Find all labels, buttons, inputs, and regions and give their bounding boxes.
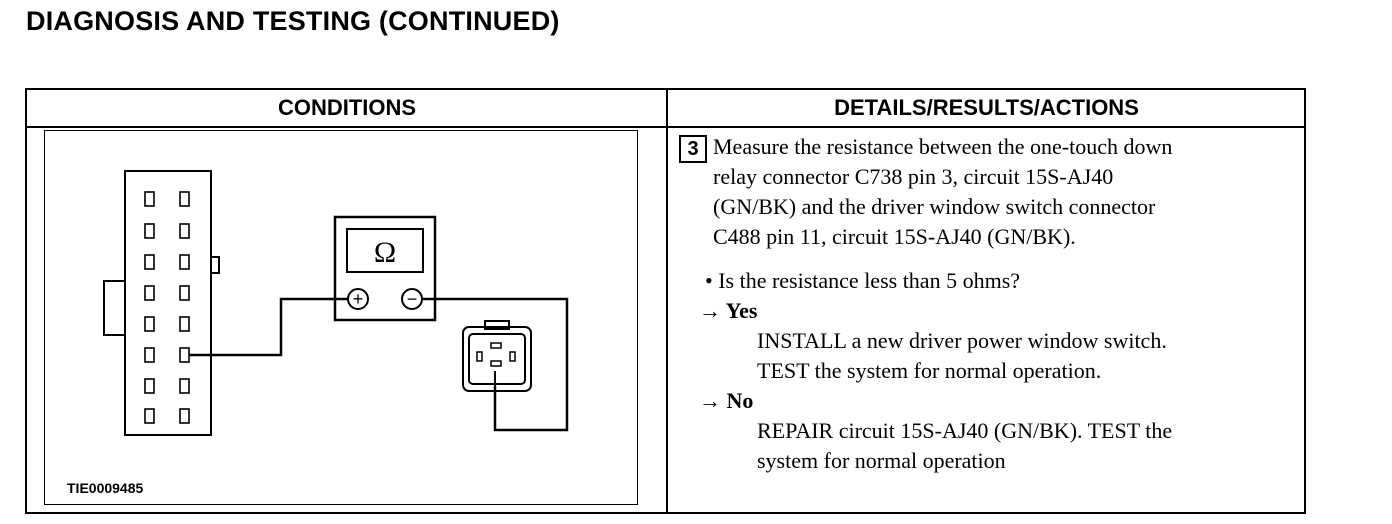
yes-branch-label: → Yes	[699, 298, 758, 323]
action-line: TEST the system for normal operation.	[757, 358, 1102, 383]
step-line: (GN/BK) and the driver window switch con…	[713, 194, 1156, 219]
details-header: DETAILS/RESULTS/ACTIONS	[834, 95, 1139, 120]
connector-c488-icon	[462, 320, 532, 392]
step-line: Measure the resistance between the one-t…	[713, 134, 1173, 159]
positive-lead	[189, 297, 358, 357]
step-line: C488 pin 11, circuit 15S-AJ40 (GN/BK).	[713, 224, 1076, 249]
step-instruction: Measure the resistance between the one-t…	[713, 132, 1299, 252]
test-diagram: Ω + − TIE0009485	[44, 130, 638, 505]
negative-lead	[422, 297, 569, 432]
ohm-symbol: Ω	[374, 236, 396, 269]
diagnosis-table: CONDITIONS DETAILS/RESULTS/ACTIONS	[25, 88, 1306, 514]
step-number-badge: 3	[679, 135, 707, 163]
page-title: DIAGNOSIS AND TESTING (CONTINUED)	[26, 6, 560, 36]
ohmmeter-icon: Ω + −	[333, 215, 437, 322]
header-divider	[27, 126, 1304, 128]
action-line: REPAIR circuit 15S-AJ40 (GN/BK). TEST th…	[757, 418, 1173, 443]
figure-code: TIE0009485	[67, 480, 144, 496]
no-branch-label: → No	[699, 388, 754, 413]
action-line: INSTALL a new driver power window switch…	[757, 328, 1167, 353]
positive-terminal: +	[353, 289, 364, 309]
wiring-diagram: Ω + −	[103, 170, 569, 436]
details-content: 3 Measure the resistance between the one…	[679, 132, 1299, 476]
step-line: relay connector C738 pin 3, circuit 15S-…	[713, 164, 1114, 189]
connector-c738-icon	[103, 170, 220, 436]
no-actions: REPAIR circuit 15S-AJ40 (GN/BK). TEST th…	[757, 416, 1299, 476]
column-divider	[666, 90, 668, 512]
resistance-question: • Is the resistance less than 5 ohms?	[705, 268, 1021, 293]
action-line: system for normal operation	[757, 448, 1006, 473]
conditions-header: CONDITIONS	[277, 95, 417, 120]
negative-terminal: −	[407, 289, 418, 309]
yes-actions: INSTALL a new driver power window switch…	[757, 326, 1299, 386]
